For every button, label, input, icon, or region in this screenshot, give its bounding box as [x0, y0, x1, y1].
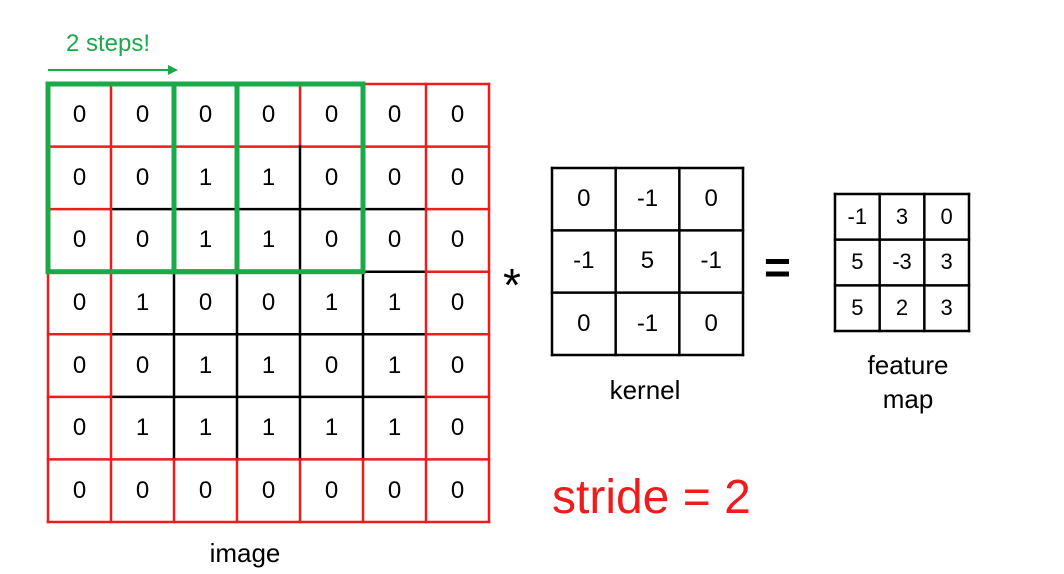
kernel-cell: -1: [573, 247, 595, 275]
image-cell: 0: [387, 163, 402, 191]
image-caption: image: [209, 538, 281, 568]
image-cell: 0: [72, 288, 87, 316]
image-cell: 0: [135, 351, 150, 379]
image-cell: 0: [450, 414, 465, 442]
feature-map-cell: -3: [892, 249, 912, 275]
image-cell: 0: [135, 163, 150, 191]
feature-map-caption: feature map: [838, 348, 978, 416]
image-cell: 1: [387, 288, 402, 316]
image-cell: 1: [198, 226, 213, 254]
image-cell: 1: [324, 414, 339, 442]
feature-map-caption-line2: map: [882, 384, 934, 414]
image-cell: 0: [387, 226, 402, 254]
image-cell: 0: [135, 476, 150, 504]
image-cell: 0: [261, 288, 276, 316]
kernel-cell: -1: [636, 185, 659, 213]
kernel-cell: -1: [700, 247, 722, 275]
image-cell: 0: [450, 288, 465, 316]
window-2: [171, 81, 366, 275]
convolution-operator: *: [503, 259, 521, 311]
image-cell: 0: [72, 476, 87, 504]
image-cell: 0: [135, 226, 150, 254]
kernel-cell: 0: [577, 309, 591, 337]
image-cell: 1: [135, 288, 150, 316]
image-cell: 0: [198, 476, 213, 504]
feature-map-grid: -1 3 0 5 -3 3 5 2 3: [833, 192, 971, 333]
feature-map-cell-lines: [833, 192, 971, 333]
kernel-grid: 0 -1 0 -1 5 -1 0 -1 0: [550, 166, 745, 357]
stride-label: stride = 2: [552, 471, 751, 524]
image-cell: 0: [450, 163, 465, 191]
image-cell: 0: [135, 101, 150, 129]
image-cell: 0: [387, 476, 402, 504]
image-cell: 1: [198, 163, 213, 191]
feature-map-cell: 5: [851, 249, 864, 275]
kernel-caption: kernel: [609, 375, 681, 405]
image-cell: 0: [450, 476, 465, 504]
kernel-cell-lines: [550, 166, 745, 357]
image-cell: 1: [261, 163, 276, 191]
feature-map-cell: 5: [851, 295, 864, 321]
image-grid: 0 0 0 0 0 0 0 0 0 1 1 0 0 0 0 0 1 1 0 0 0 0 1 0 0 1 1 0 0 0 1 1 0 1 0 0 1 1 1 1…: [45, 81, 491, 524]
image-cell: 0: [198, 288, 213, 316]
feature-map-caption-line1: feature: [867, 350, 949, 380]
feature-map-cell: 3: [895, 203, 909, 229]
image-cell: 1: [387, 414, 402, 442]
kernel-cell: -1: [636, 309, 659, 337]
image-cell: 0: [72, 351, 87, 379]
feature-map-cell: 0: [940, 203, 953, 229]
image-cell: 0: [324, 101, 339, 129]
kernel-cell: 5: [640, 247, 655, 275]
image-cell: 0: [198, 101, 213, 129]
kernel-cell: 0: [577, 185, 591, 213]
feature-map-cell: 2: [895, 295, 909, 321]
kernel-cell: 0: [704, 309, 718, 337]
equals-operator: =: [764, 241, 791, 293]
image-cell: 0: [450, 351, 465, 379]
image-cell: 0: [72, 414, 87, 442]
image-cell: 1: [324, 288, 339, 316]
image-cell: 1: [135, 414, 150, 442]
feature-map-cell: -1: [847, 203, 868, 229]
image-cell: 0: [450, 226, 465, 254]
image-cell-lines: [45, 81, 491, 524]
image-cell: 0: [324, 163, 339, 191]
image-cell: 0: [261, 476, 276, 504]
feature-map-cell: 3: [940, 295, 953, 321]
window-1: [45, 81, 240, 275]
image-cell: 0: [324, 351, 339, 379]
image-cell: 0: [72, 226, 87, 254]
image-cell: 0: [261, 101, 276, 129]
kernel-cell: 0: [704, 185, 718, 213]
image-cell: 1: [261, 351, 276, 379]
image-cell: 0: [450, 101, 465, 129]
image-cell: 0: [72, 163, 87, 191]
steps-label: 2 steps!: [66, 30, 151, 57]
image-cell: 1: [198, 414, 213, 442]
image-cell: 0: [72, 101, 87, 129]
image-cell: 1: [261, 226, 276, 254]
step-arrow-icon: [48, 65, 178, 75]
image-cell: 1: [198, 351, 213, 379]
image-cell: 0: [324, 226, 339, 254]
feature-map-cell: 3: [940, 249, 953, 275]
image-cell: 0: [324, 476, 339, 504]
image-cell: 1: [261, 414, 276, 442]
image-cell: 0: [387, 101, 402, 129]
image-cell: 1: [387, 351, 402, 379]
